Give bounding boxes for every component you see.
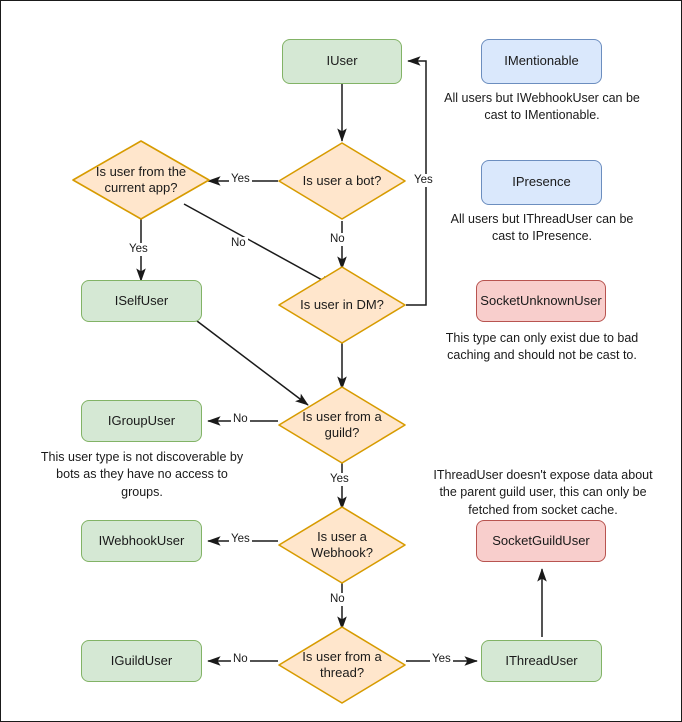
node-ipresence-label: IPresence: [512, 174, 571, 190]
edge-label-bot-no: No: [328, 233, 347, 246]
node-is-guild-label: Is user from a guild?: [302, 408, 382, 440]
node-imentionable-label: IMentionable: [504, 53, 579, 69]
node-is-thread-label: Is user from a thread?: [302, 648, 382, 680]
node-iuser-label: IUser: [326, 53, 358, 69]
edge-label-current-app-yes: Yes: [127, 243, 150, 256]
note-igroupuser: This user type is not discoverable by bo…: [40, 450, 244, 499]
node-is-bot-label: Is user a bot?: [302, 172, 382, 188]
node-ipresence[interactable]: IPresence: [481, 160, 602, 205]
node-is-bot[interactable]: Is user a bot?: [277, 141, 407, 221]
edge-label-thread-yes: Yes: [430, 653, 453, 666]
edge-label-guild-no: No: [231, 413, 250, 426]
edge-label-guild-yes: Yes: [328, 473, 351, 486]
diamond-shape: [278, 142, 406, 220]
note-imentionable: All users but IWebhookUser can be cast t…: [444, 91, 640, 123]
node-is-dm-label: Is user in DM?: [300, 296, 384, 312]
note-ithreaduser: IThreadUser doesn't expose data about th…: [433, 468, 653, 517]
node-iwebhookuser[interactable]: IWebhookUser: [81, 520, 202, 562]
node-ithreaduser[interactable]: IThreadUser: [481, 640, 602, 682]
node-ithreaduser-label: IThreadUser: [505, 652, 578, 668]
node-is-current-app[interactable]: Is user from the current app?: [71, 139, 211, 221]
node-igroupuser-label: IGroupUser: [107, 412, 176, 428]
node-is-webhook-label: Is user a Webhook?: [311, 528, 373, 560]
node-socketguilduser-label: SocketGuildUser: [492, 532, 590, 548]
node-iwebhookuser-label: IWebhookUser: [98, 532, 185, 548]
node-socketguilduser[interactable]: SocketGuildUser: [476, 520, 606, 562]
note-ipresence: All users but IThreadUser can be cast to…: [450, 212, 634, 244]
node-igroupuser[interactable]: IGroupUser: [81, 400, 202, 442]
node-imentionable[interactable]: IMentionable: [481, 39, 602, 84]
edge-label-webhook-yes: Yes: [229, 533, 252, 546]
node-iguilduser-label: IGuildUser: [110, 652, 173, 668]
node-iselfuser-label: ISelfUser: [114, 292, 169, 308]
edge-label-current-app-no: No: [229, 237, 248, 250]
node-socketunknownuser-label: SocketUnknownUser: [480, 292, 602, 308]
node-is-current-app-label: Is user from the current app?: [95, 163, 187, 195]
node-is-dm[interactable]: Is user in DM?: [277, 265, 407, 345]
node-iselfuser[interactable]: ISelfUser: [81, 280, 202, 322]
note-socketunknownuser: This type can only exist due to bad cach…: [445, 331, 639, 363]
edge-label-bot-yes: Yes: [229, 173, 252, 186]
node-iuser[interactable]: IUser: [282, 39, 402, 84]
diamond-shape: [278, 626, 406, 704]
edge-label-thread-no: No: [231, 653, 250, 666]
node-iguilduser[interactable]: IGuildUser: [81, 640, 202, 682]
edge-label-dm-yes: Yes: [412, 174, 435, 187]
node-socketunknownuser[interactable]: SocketUnknownUser: [476, 280, 606, 322]
node-is-webhook[interactable]: Is user a Webhook?: [277, 505, 407, 585]
node-is-thread[interactable]: Is user from a thread?: [277, 625, 407, 705]
node-is-guild[interactable]: Is user from a guild?: [277, 385, 407, 465]
edge-label-webhook-no: No: [328, 593, 347, 606]
